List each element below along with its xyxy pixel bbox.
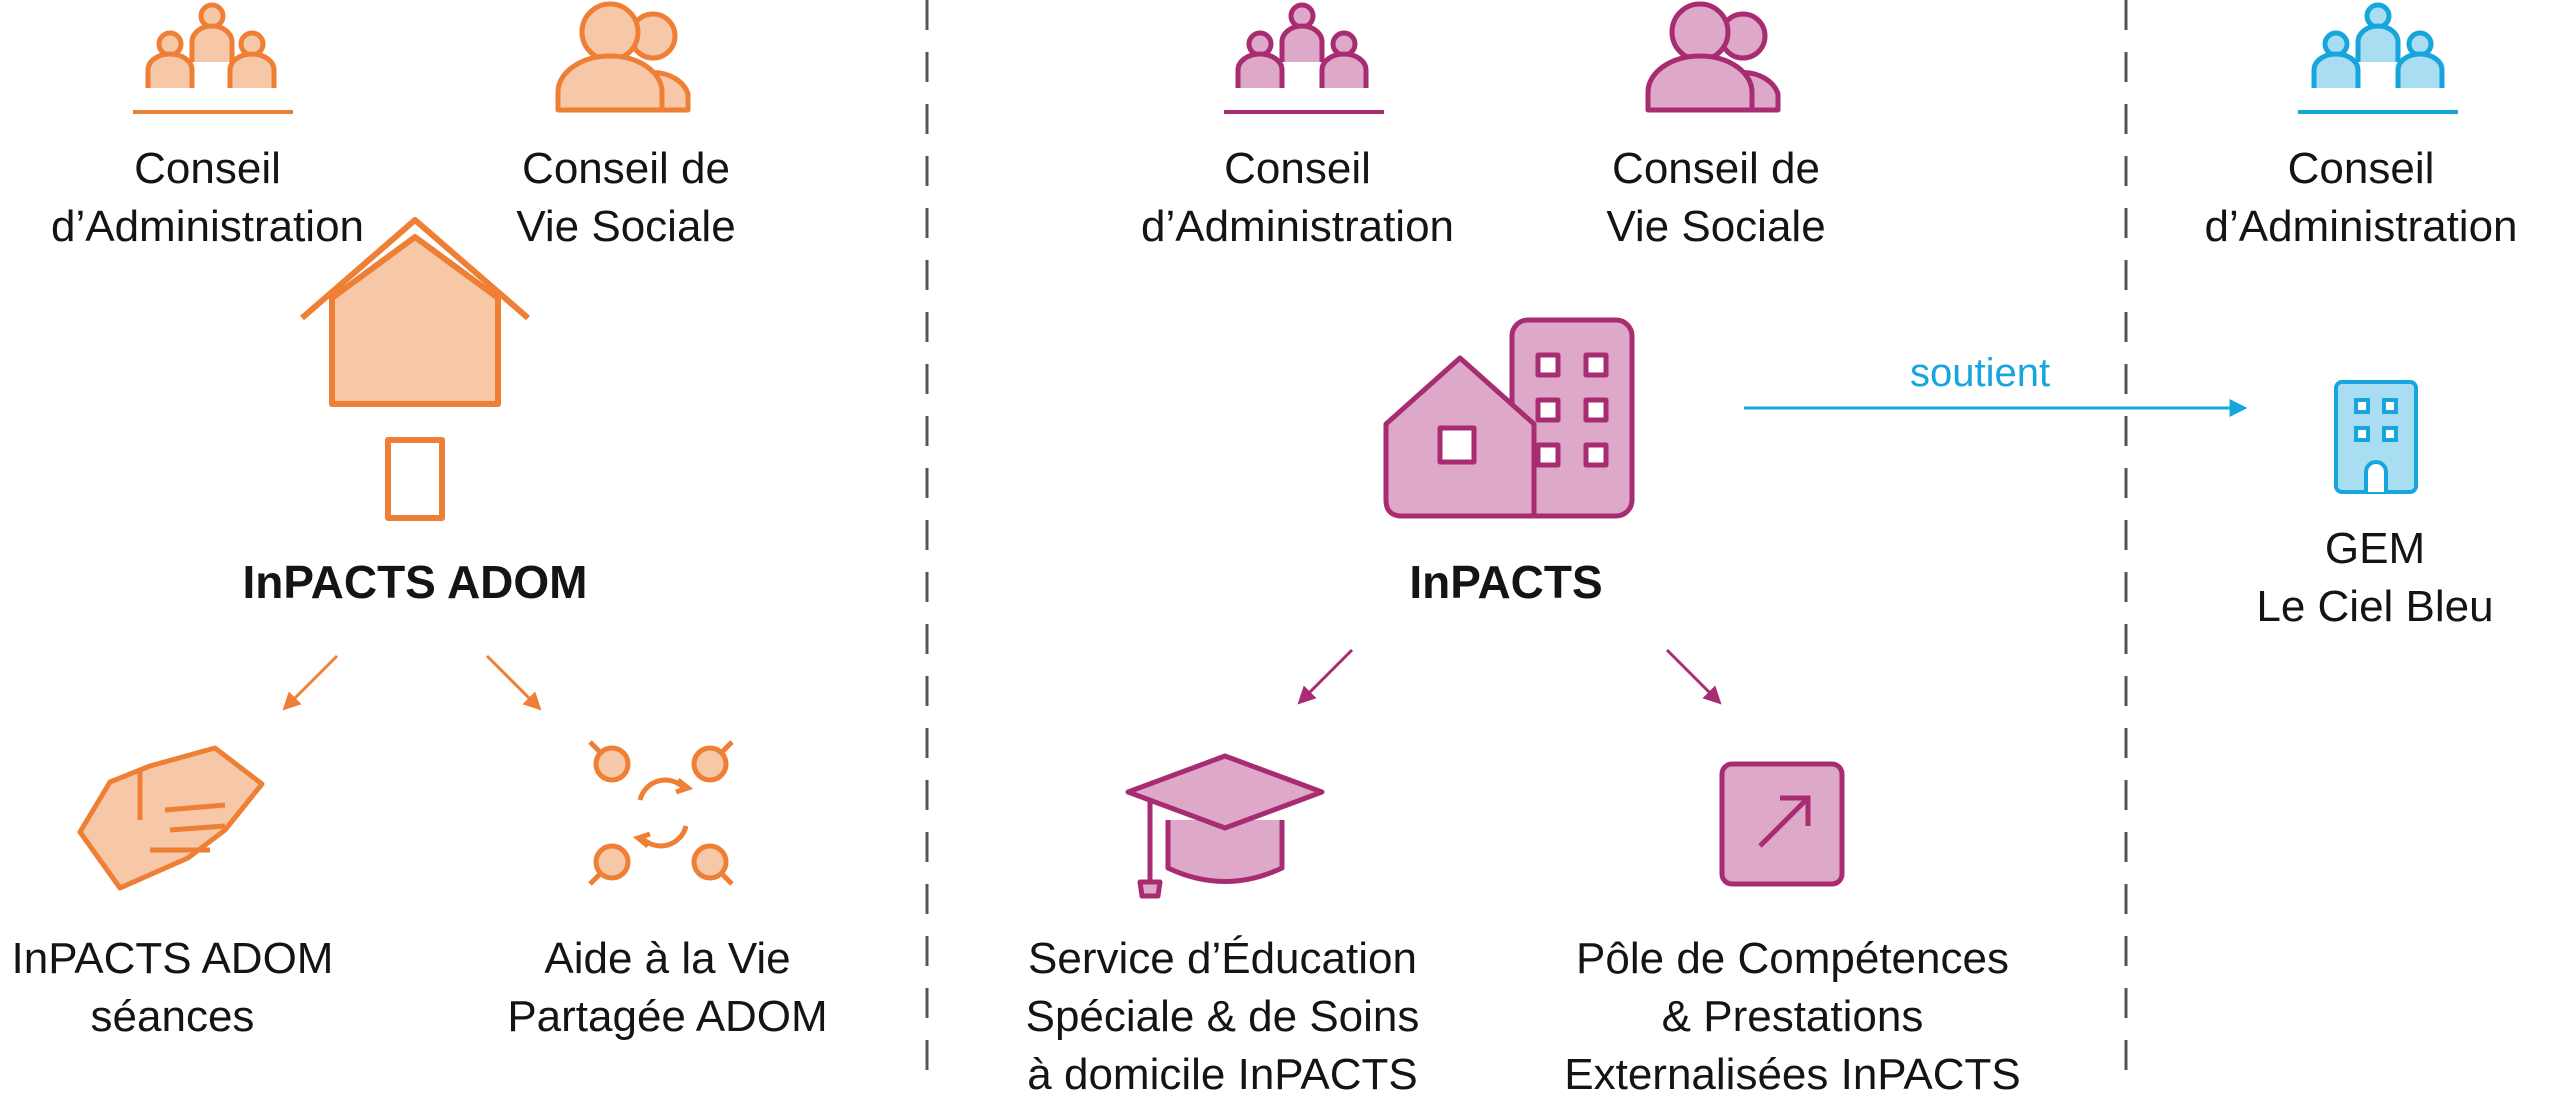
arrow-inpacts-right <box>1665 648 1722 705</box>
users-icon <box>555 1 691 113</box>
label-line: à domicile InPACTS <box>1027 1050 1418 1099</box>
graduation-cap-icon <box>1125 753 1325 899</box>
adom-conseil-administration: Conseil d’Administration <box>0 140 415 256</box>
house-building-icon <box>1383 317 1635 519</box>
inpacts-title: InPACTS <box>1409 556 1603 608</box>
label-line: & Prestations <box>1661 992 1924 1041</box>
group-icon <box>145 2 277 88</box>
label-line: Partagée ADOM <box>507 992 828 1041</box>
adom-conseil-vie-sociale: Conseil de Vie Sociale <box>470 140 782 256</box>
label-line: d’Administration <box>1140 202 1455 251</box>
adom-child-seances: InPACTS ADOM séances <box>0 930 345 1046</box>
external-link-icon <box>1719 761 1845 887</box>
inpacts-child-sessad: Service d’Éducation Spéciale & de Soins … <box>980 930 1465 1104</box>
inpacts-child-pole: Pôle de Compétences & Prestations Extern… <box>1520 930 2065 1104</box>
house-icon <box>300 217 530 521</box>
group-icon <box>1235 2 1369 88</box>
label-line: Aide à la Vie <box>544 934 791 983</box>
label-line: Conseil <box>1224 144 1371 193</box>
handshake-icon <box>77 745 265 891</box>
inpacts-conseil-vie-sociale: Conseil de Vie Sociale <box>1560 140 1872 256</box>
users-icon <box>1645 1 1781 113</box>
label-line: d’Administration <box>50 202 365 251</box>
label-line: Externalisées InPACTS <box>1564 1050 2021 1099</box>
soutient-label: soutient <box>1910 351 2051 395</box>
label-line: InPACTS ADOM <box>11 934 334 983</box>
label-line: Conseil de <box>1612 144 1820 193</box>
label-line: Le Ciel Bleu <box>2256 582 2494 631</box>
arrow-adom-left <box>282 654 339 711</box>
label-line: Service d’Éducation <box>1028 934 1417 983</box>
inpacts-conseil-administration: Conseil d’Administration <box>1100 140 1495 256</box>
label-line: séances <box>90 992 255 1041</box>
label-line: Vie Sociale <box>1606 202 1826 251</box>
label-line: d’Administration <box>2204 202 2518 251</box>
arrow-adom-right <box>485 654 542 711</box>
gem-name: GEM Le Ciel Bleu <box>2200 520 2550 636</box>
adom-title: InPACTS ADOM <box>242 556 588 608</box>
label-line: GEM <box>2324 524 2426 573</box>
label-line: Vie Sociale <box>516 202 736 251</box>
building-icon <box>2334 380 2418 494</box>
gem-conseil-administration: Conseil d’Administration <box>2166 140 2556 256</box>
adom-child-aide-vie: Aide à la Vie Partagée ADOM <box>480 930 855 1046</box>
label-line: Pôle de Compétences <box>1576 934 2009 983</box>
label-line: Conseil <box>2287 144 2435 193</box>
label-line: Conseil de <box>522 144 730 193</box>
label-line: Spéciale & de Soins <box>1025 992 1420 1041</box>
arrow-inpacts-left <box>1297 648 1354 705</box>
label-line: Conseil <box>134 144 281 193</box>
group-icon <box>2311 2 2445 88</box>
shared-cycle-icon <box>588 740 734 886</box>
